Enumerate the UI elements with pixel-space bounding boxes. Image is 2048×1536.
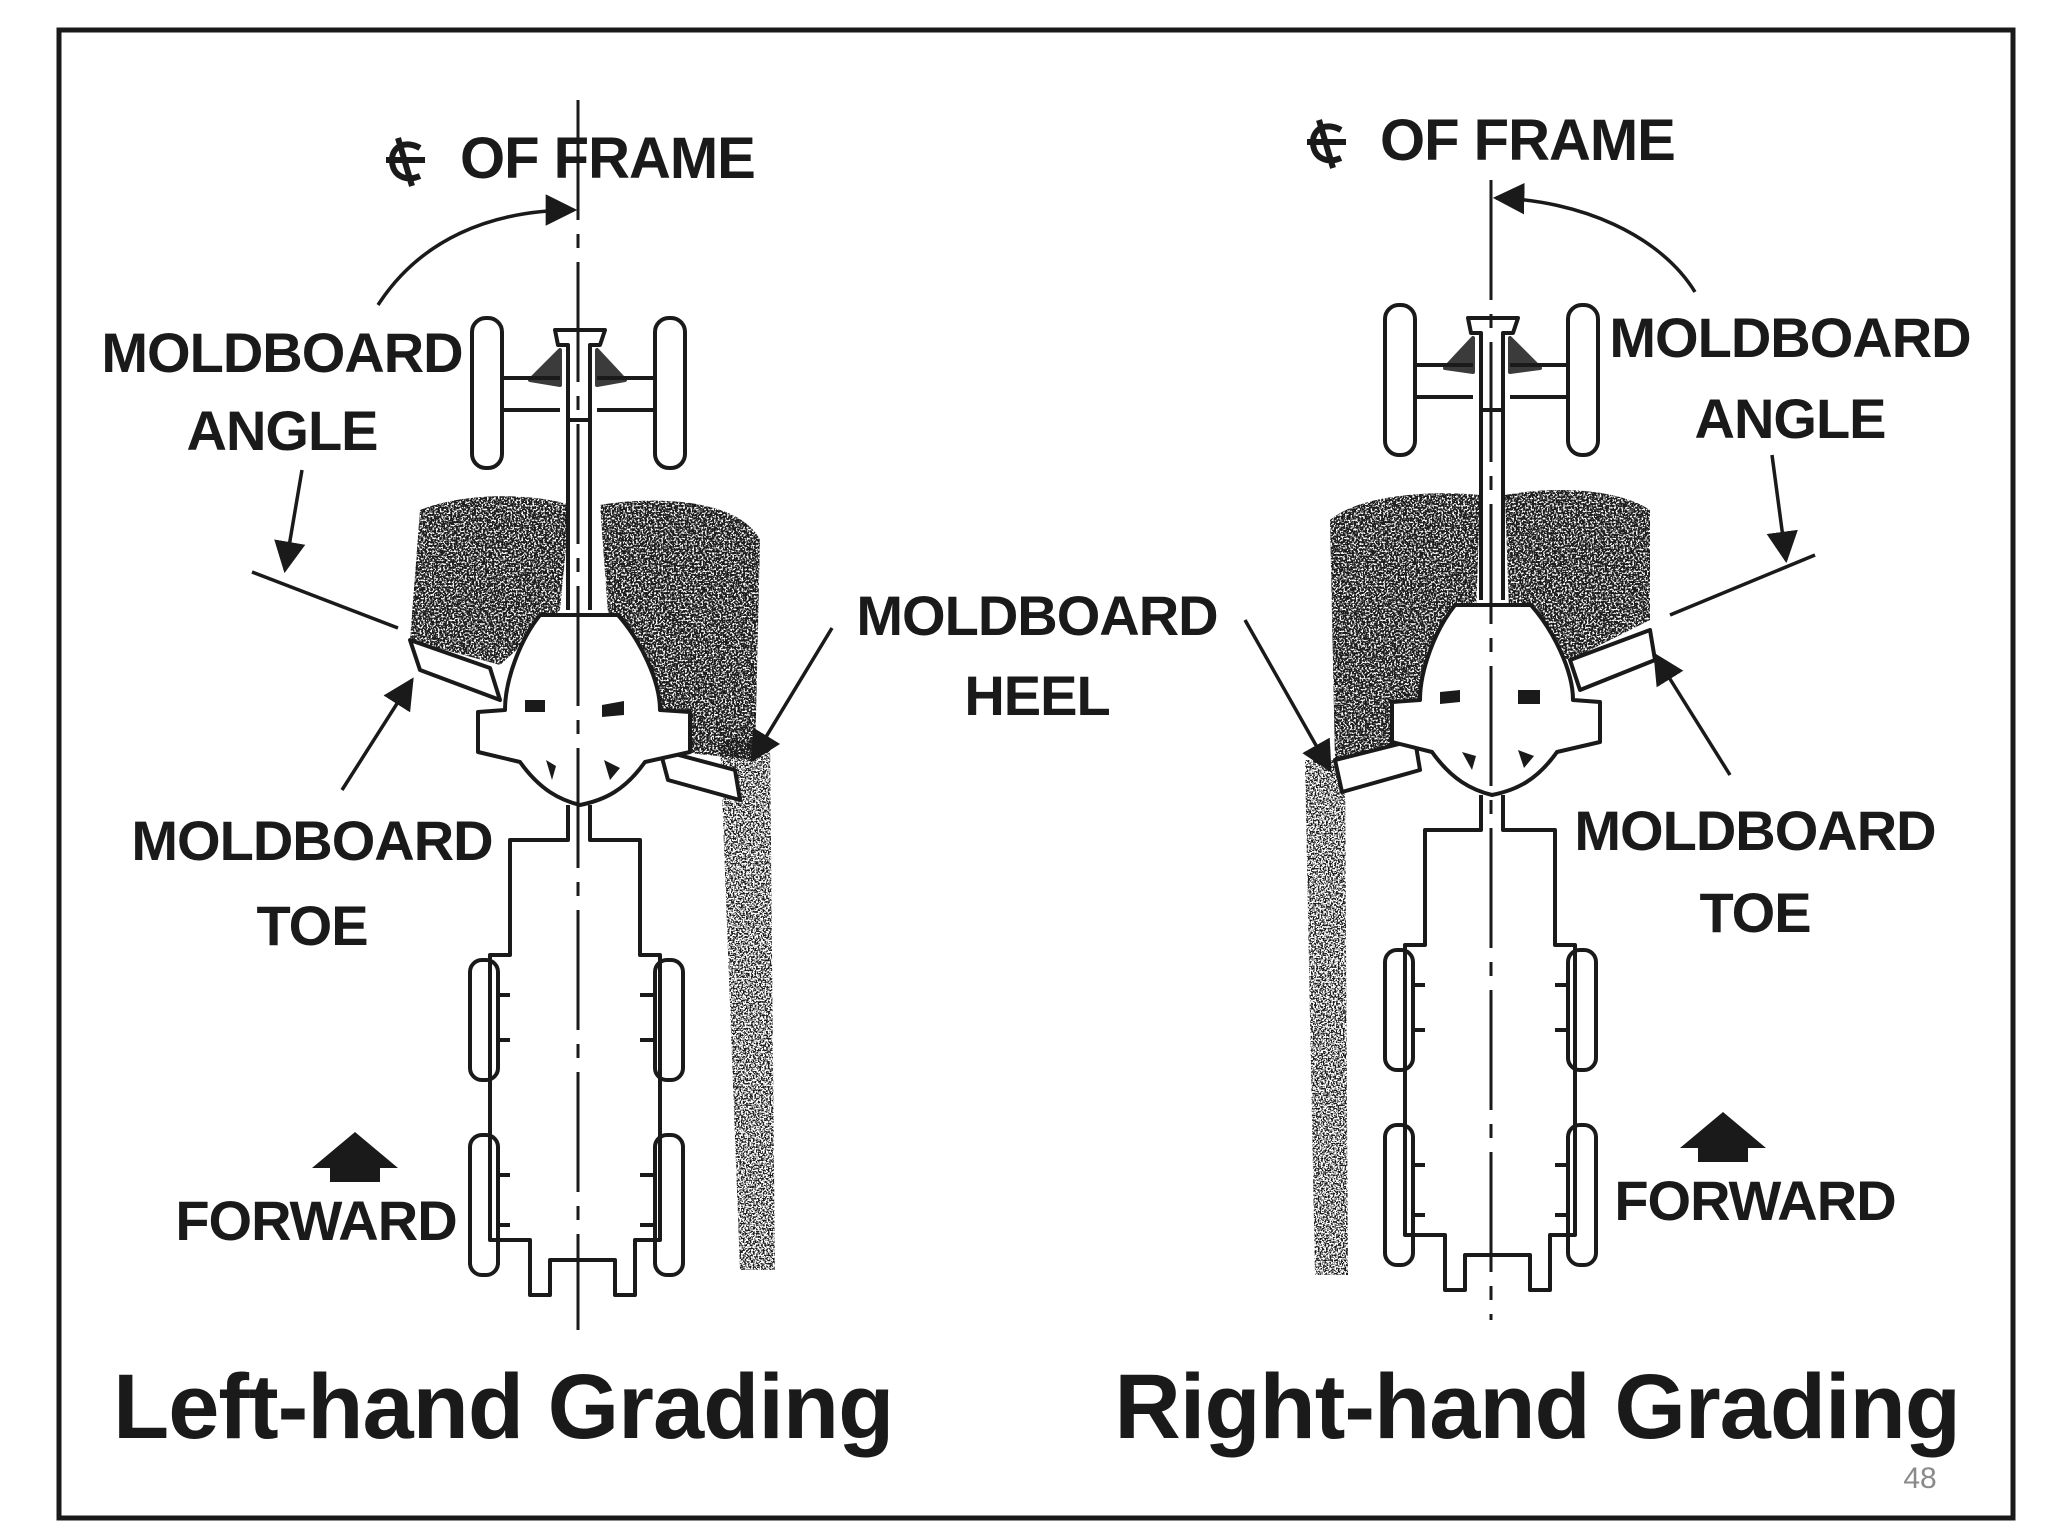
right-angle-line bbox=[1669, 553, 1816, 617]
label-cl-of-frame-left: OF FRAME bbox=[460, 126, 755, 191]
right-toe-pointer bbox=[1653, 652, 1732, 776]
left-moldboard-toe-blade bbox=[408, 638, 502, 702]
left-rear-body bbox=[488, 805, 662, 1297]
left-rear-wheel-2l bbox=[468, 1133, 500, 1277]
left-windrow bbox=[720, 740, 775, 1270]
left-rear-wheel-2r bbox=[653, 1133, 685, 1277]
right-windrow bbox=[1305, 760, 1348, 1275]
right-heel-pointer bbox=[1243, 619, 1332, 773]
left-angle-pointer bbox=[274, 469, 306, 574]
centerline-symbol-right-icon bbox=[1307, 119, 1346, 169]
centerline-symbol-left-icon bbox=[386, 137, 425, 187]
right-angle-pointer bbox=[1766, 454, 1798, 564]
right-grader bbox=[1305, 303, 1657, 1292]
left-soil-pile bbox=[410, 496, 570, 665]
forward-arrow-left-icon bbox=[312, 1132, 398, 1182]
left-grader bbox=[408, 316, 775, 1297]
label-moldboard-heel-1: MOLDBOARD bbox=[856, 584, 1217, 647]
left-front-wheel-r bbox=[653, 316, 687, 470]
label-moldboard-angle-left-2: ANGLE bbox=[187, 399, 378, 462]
forward-arrow-right-icon bbox=[1680, 1112, 1766, 1162]
left-rear-wheel-1r bbox=[653, 958, 685, 1082]
label-moldboard-angle-left-1: MOLDBOARD bbox=[101, 321, 462, 384]
right-front-wheel-r bbox=[1566, 303, 1600, 457]
left-rear-wheel-1l bbox=[468, 958, 500, 1082]
label-moldboard-angle-right-2: ANGLE bbox=[1695, 387, 1886, 450]
label-moldboard-angle-right-1: MOLDBOARD bbox=[1609, 306, 1970, 369]
label-moldboard-toe-right-1: MOLDBOARD bbox=[1574, 799, 1935, 862]
caption-left-hand-grading: Left-hand Grading bbox=[113, 1356, 893, 1458]
left-heel-pointer bbox=[750, 627, 834, 763]
right-front-wheel-l bbox=[1383, 303, 1417, 457]
left-front-wheel-l bbox=[470, 316, 504, 470]
label-moldboard-toe-right-2: TOE bbox=[1699, 881, 1810, 944]
right-moldboard-heel-blade bbox=[1333, 738, 1422, 794]
left-angle-line bbox=[251, 570, 399, 630]
right-rear-body bbox=[1403, 795, 1577, 1292]
right-rear-wheel-2l bbox=[1383, 1123, 1415, 1267]
left-circle bbox=[476, 613, 692, 807]
right-rear-wheel-1l bbox=[1383, 948, 1415, 1072]
label-moldboard-toe-left-2: TOE bbox=[256, 894, 367, 957]
label-moldboard-heel-2: HEEL bbox=[964, 664, 1109, 727]
right-rear-wheel-1r bbox=[1566, 948, 1598, 1072]
label-forward-right: FORWARD bbox=[1614, 1169, 1895, 1232]
label-moldboard-toe-left-1: MOLDBOARD bbox=[131, 809, 492, 872]
left-toe-pointer bbox=[340, 677, 414, 791]
right-angle-arc bbox=[1492, 182, 1697, 293]
label-forward-left: FORWARD bbox=[175, 1189, 456, 1252]
right-circle bbox=[1390, 603, 1602, 797]
page-number: 48 bbox=[1903, 1462, 1936, 1495]
label-cl-of-frame-right: OF FRAME bbox=[1380, 108, 1675, 173]
left-angle-arc bbox=[376, 194, 578, 306]
right-rear-wheel-2r bbox=[1566, 1123, 1598, 1267]
left-moldboard-heel-blade bbox=[658, 748, 742, 802]
caption-right-hand-grading: Right-hand Grading bbox=[1114, 1356, 1960, 1458]
